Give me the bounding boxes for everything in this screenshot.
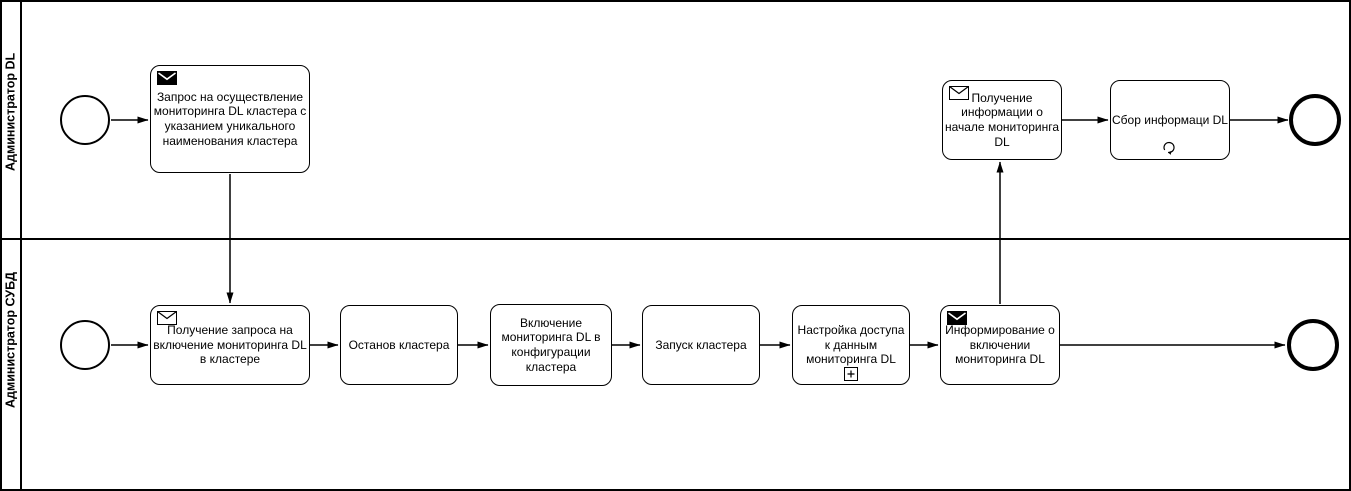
message-filled-icon (947, 311, 967, 325)
task-enable-monitoring[interactable]: Включение мониторинга DL в конфигурации … (490, 304, 612, 386)
task-start-cluster[interactable]: Запуск кластера (642, 305, 760, 385)
task-get-request[interactable]: Получение запроса на включение мониторин… (150, 305, 310, 385)
task-inform-enabled[interactable]: Информирование о включении мониторинга D… (940, 305, 1060, 385)
task-label: Запрос на осуществление мониторинга DL к… (153, 89, 307, 148)
task-receive-info[interactable]: Получение информации о начале мониторинг… (942, 80, 1062, 160)
task-label: Запуск кластера (655, 337, 747, 352)
task-request-monitoring[interactable]: Запрос на осуществление мониторинга DL к… (150, 65, 310, 173)
lane-header-divider (20, 0, 22, 491)
lane-label-admin-subd: Администратор СУБД (3, 271, 18, 409)
subprocess-plus-icon (844, 367, 858, 381)
task-label: Включение мониторинга DL в конфигурации … (501, 315, 601, 374)
task-stop-cluster[interactable]: Останов кластера (340, 305, 458, 385)
start-event-dl[interactable] (60, 95, 110, 145)
end-event-subd[interactable] (1287, 319, 1339, 371)
lane-label-admin-dl: Администратор DL (3, 52, 18, 172)
task-label: Настройка доступа к данным мониторинга D… (797, 323, 905, 367)
task-label: Получение запроса на включение мониторин… (153, 323, 307, 367)
message-outline-icon (949, 86, 969, 100)
task-collect-info[interactable]: Сбор информаци DL (1110, 80, 1230, 160)
task-label: Информирование о включении мониторинга D… (945, 323, 1055, 367)
lane-divider (0, 238, 1351, 240)
task-label: Получение информации о начале мониторинг… (944, 90, 1060, 149)
end-event-dl[interactable] (1289, 94, 1341, 146)
task-label: Сбор информаци DL (1112, 112, 1228, 127)
message-outline-icon (157, 311, 177, 325)
task-label: Останов кластера (348, 337, 450, 352)
start-event-subd[interactable] (60, 320, 110, 370)
loop-icon (1163, 141, 1178, 156)
message-filled-icon (157, 71, 177, 85)
task-configure-access[interactable]: Настройка доступа к данным мониторинга D… (792, 305, 910, 385)
